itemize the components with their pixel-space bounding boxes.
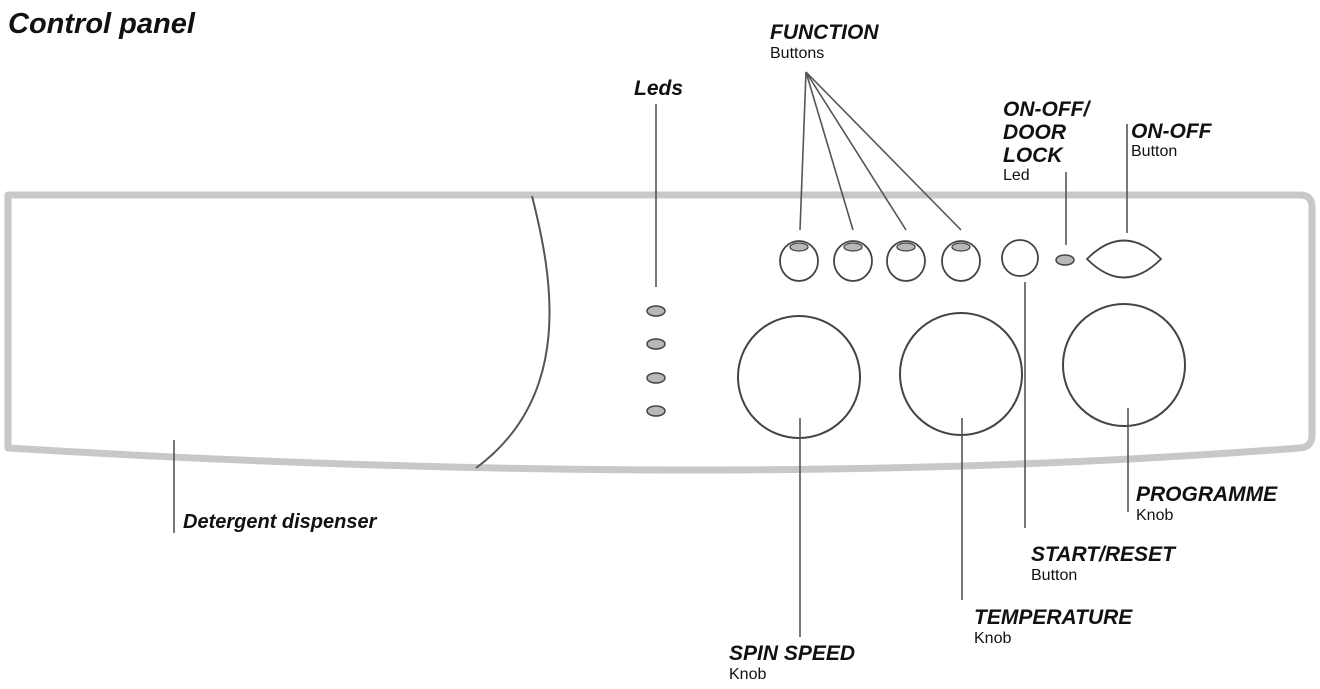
on-off-label-kind: Button bbox=[1131, 143, 1178, 160]
start-reset-label-kind: Button bbox=[1031, 567, 1078, 584]
led-1 bbox=[646, 305, 666, 317]
led-4 bbox=[646, 405, 666, 417]
led-column bbox=[646, 305, 666, 417]
detergent-dispenser-label: Detergent dispenser bbox=[183, 511, 377, 533]
function-label-name: FUNCTION bbox=[770, 21, 879, 44]
on-off-door-lock-led-label: ON-OFF/ DOOR LOCK Led bbox=[1003, 98, 1089, 184]
leader-function-3 bbox=[805, 71, 907, 231]
led-3 bbox=[646, 372, 666, 384]
spin-speed-knob[interactable] bbox=[737, 315, 861, 439]
start-reset-button[interactable] bbox=[1001, 239, 1039, 277]
function-buttons-label: FUNCTION Buttons bbox=[770, 22, 879, 62]
temperature-label-kind: Knob bbox=[974, 630, 1012, 647]
door-lock-label-line1: ON-OFF/ bbox=[1003, 98, 1090, 121]
programme-knob[interactable] bbox=[1062, 303, 1186, 427]
programme-label-kind: Knob bbox=[1136, 507, 1174, 524]
leader-function-1 bbox=[799, 71, 807, 231]
door-lock-led bbox=[1055, 254, 1075, 266]
leader-function-2 bbox=[805, 71, 854, 231]
start-reset-label-name: START/RESET bbox=[1031, 543, 1175, 566]
spin-speed-knob-label: SPIN SPEED Knob bbox=[729, 643, 855, 683]
on-off-button-label: ON-OFF Button bbox=[1131, 121, 1211, 160]
door-lock-label-kind: Led bbox=[1003, 167, 1030, 184]
spin-speed-label-name: SPIN SPEED bbox=[729, 642, 856, 665]
start-reset-button-label: START/RESET Button bbox=[1031, 544, 1175, 584]
on-off-label-name: ON-OFF bbox=[1131, 120, 1212, 143]
led-2 bbox=[646, 338, 666, 350]
function-button-2[interactable] bbox=[833, 240, 873, 282]
on-off-button[interactable] bbox=[1085, 239, 1163, 279]
programme-knob-label: PROGRAMME Knob bbox=[1136, 484, 1277, 524]
door-lock-label-line3: LOCK bbox=[1003, 144, 1063, 167]
door-lock-label-line2: DOOR bbox=[1003, 121, 1066, 144]
leader-function-4 bbox=[805, 71, 962, 231]
detergent-dispenser-drawer-edge bbox=[475, 195, 551, 469]
control-panel-outline bbox=[4, 191, 1316, 474]
function-button-3[interactable] bbox=[886, 240, 926, 282]
spin-speed-label-kind: Knob bbox=[729, 666, 767, 683]
page-title: Control panel bbox=[8, 8, 195, 40]
function-label-kind: Buttons bbox=[770, 45, 825, 62]
function-button-1[interactable] bbox=[779, 240, 819, 282]
leds-label: Leds bbox=[634, 77, 684, 100]
programme-label-name: PROGRAMME bbox=[1136, 483, 1278, 506]
temperature-knob-label: TEMPERATURE Knob bbox=[974, 607, 1132, 647]
function-button-4[interactable] bbox=[941, 240, 981, 282]
temperature-knob[interactable] bbox=[899, 312, 1023, 436]
temperature-label-name: TEMPERATURE bbox=[974, 606, 1133, 629]
